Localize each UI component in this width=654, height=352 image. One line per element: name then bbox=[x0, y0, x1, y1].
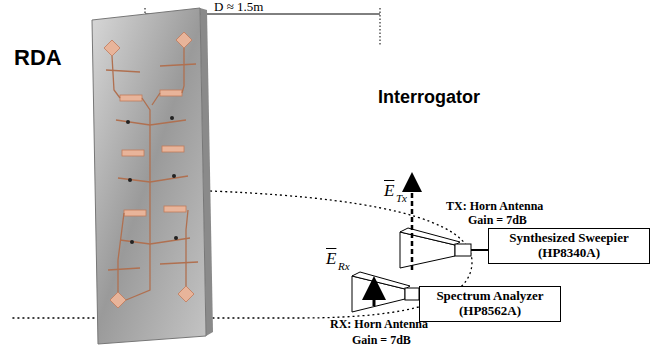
antenna-label: TX: Horn Antenna bbox=[446, 200, 543, 213]
gain-label: Gain = 7dB bbox=[352, 334, 411, 347]
panel-title: RDA bbox=[14, 46, 62, 70]
dimension-label: D ≈ 1.5m bbox=[214, 0, 263, 14]
beam-arc bbox=[10, 190, 472, 318]
field-symbol: E bbox=[384, 182, 394, 201]
group-title: Interrogator bbox=[378, 88, 480, 108]
field-subscript: Rx bbox=[338, 260, 350, 272]
rx-horn-antenna bbox=[352, 272, 419, 312]
field-symbol: E bbox=[326, 250, 336, 269]
box-label: Spectrum Analyzer (HP8562A) bbox=[424, 289, 556, 319]
field-subscript: Tx bbox=[396, 192, 407, 204]
instrument-box: Synthesized Sweepier (HP8340A) bbox=[488, 228, 650, 264]
rda-panel bbox=[92, 8, 213, 344]
gain-label: Gain = 7dB bbox=[468, 214, 527, 227]
box-label: Synthesized Sweepier (HP8340A) bbox=[493, 231, 645, 261]
rx-field-arrow bbox=[373, 288, 376, 306]
instrument-box: Spectrum Analyzer (HP8562A) bbox=[419, 286, 561, 322]
tx-field-arrow bbox=[411, 182, 414, 270]
antenna-label: RX: Horn Antenna bbox=[330, 318, 428, 331]
